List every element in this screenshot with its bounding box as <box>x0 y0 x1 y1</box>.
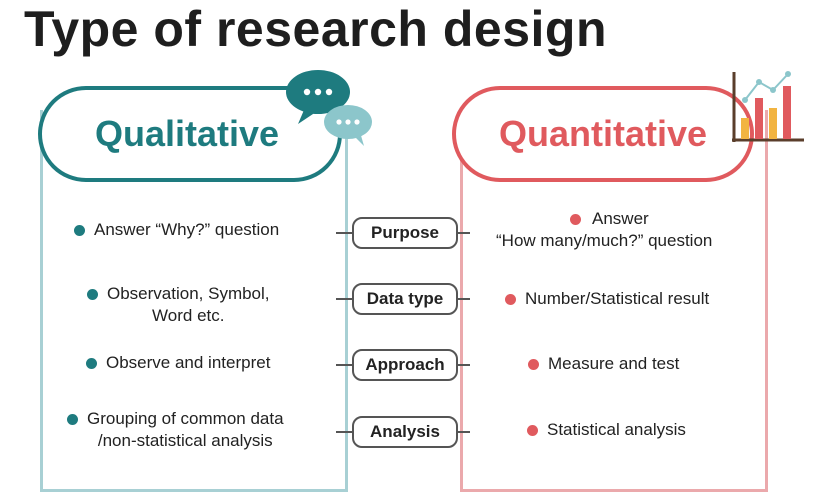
quantitative-item-approach: Measure and test <box>528 353 679 375</box>
bullet-dot <box>570 214 581 225</box>
bullet-dot <box>528 359 539 370</box>
bar-chart-icon <box>732 71 804 142</box>
bullet-dot <box>86 358 97 369</box>
quantitative-item-purpose: Answer “How many/much?” question <box>496 209 713 250</box>
quantitative-panel <box>460 110 768 492</box>
qualitative-item-approach: Observe and interpret <box>86 352 270 374</box>
quantitative-label: Quantitative <box>498 113 708 154</box>
qualitative-item-data-type: Observation, Symbol, Word etc. <box>87 283 270 327</box>
bullet-dot <box>74 225 85 236</box>
quantitative-item-data-type: Number/Statistical result <box>505 288 709 310</box>
qualitative-item-analysis: Grouping of common data /non-statistical… <box>67 408 284 452</box>
bullet-dot <box>505 294 516 305</box>
qualitative-panel <box>40 110 348 492</box>
bullet-dot <box>527 425 538 436</box>
criterion-data-type: Data type <box>352 283 458 315</box>
criterion-approach: Approach <box>352 349 458 381</box>
qualitative-label: Qualitative <box>94 113 280 154</box>
bullet-dot <box>87 289 98 300</box>
quantitative-item-analysis: Statistical analysis <box>527 419 686 441</box>
quantitative-header: Quantitative <box>452 86 754 182</box>
speech-bubbles-icon <box>286 70 372 146</box>
page-title: Type of research design <box>24 1 607 57</box>
criterion-purpose: Purpose <box>352 217 458 249</box>
bullet-dot <box>67 414 78 425</box>
qualitative-item-purpose: Answer “Why?” question <box>74 219 279 241</box>
criterion-analysis: Analysis <box>352 416 458 448</box>
